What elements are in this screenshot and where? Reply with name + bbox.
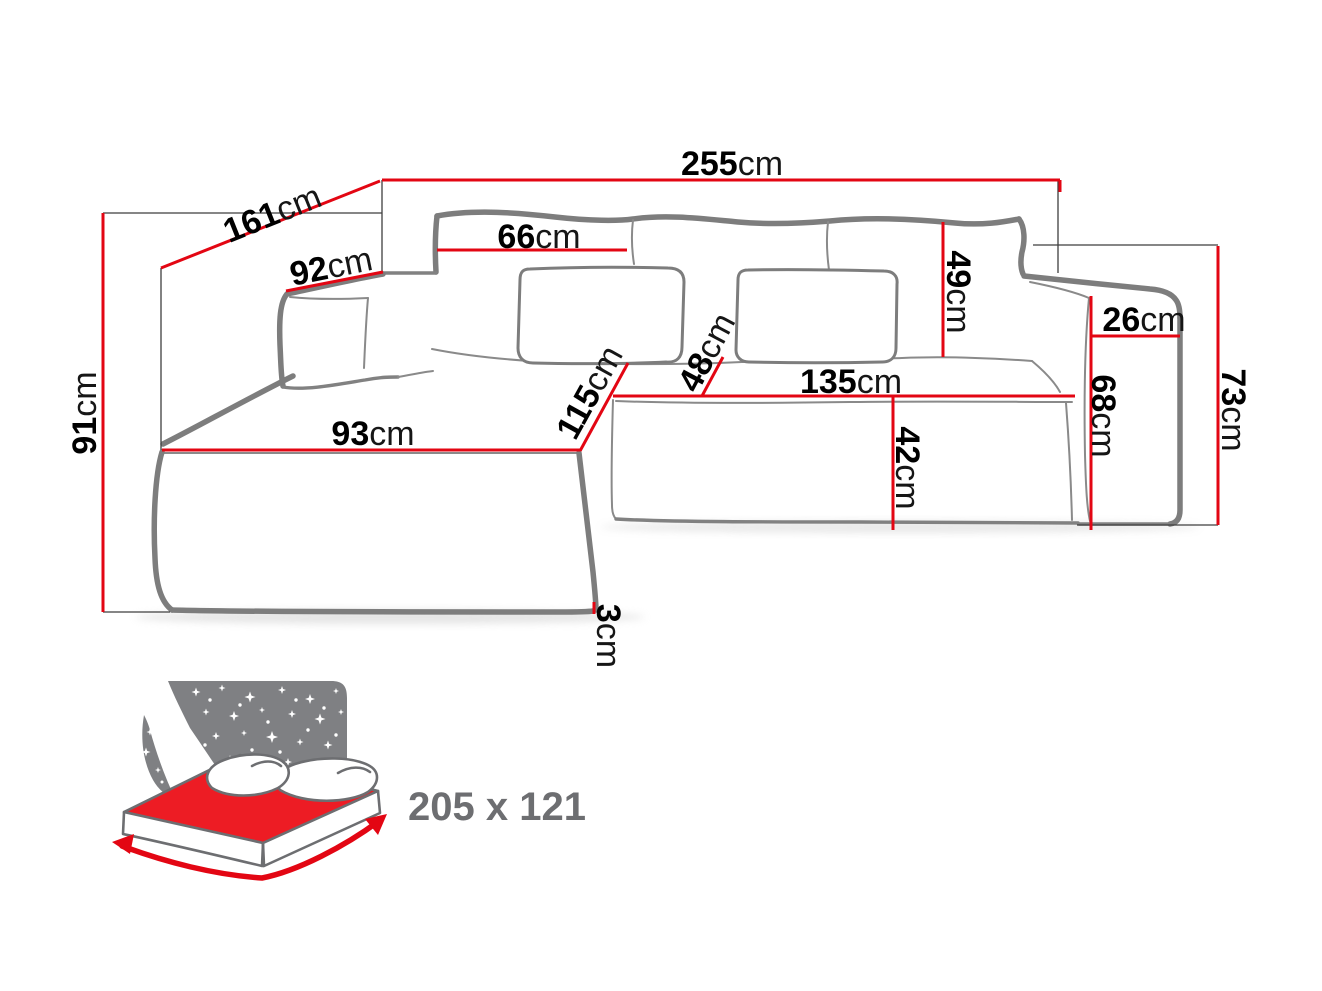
chaise-left-edge: [151, 449, 175, 613]
dim-label-255cm: 255cm: [681, 145, 783, 183]
pillow-front: [205, 753, 290, 797]
right-armrest-inner-top: [1029, 281, 1090, 299]
left-armrest-front-bottom: [281, 375, 400, 390]
seat-pillow-right: [734, 268, 899, 365]
dimension-labels: 255cm 161cm 92cm 91cm 66cm 49cm 93cm 115…: [66, 145, 1252, 668]
dimension-lines: [101, 178, 1220, 614]
left-armrest-top-edge: [284, 271, 386, 297]
chaise-bottom-edge: [169, 607, 596, 615]
sofa-shadow: [135, 521, 1200, 624]
bed-icon: [112, 753, 387, 881]
pillow-back-crease: [336, 766, 372, 775]
left-armrest-outer-edge: [276, 291, 290, 389]
backrest-left-edge: [432, 213, 440, 275]
seat-bottom-edge: [614, 517, 1080, 525]
backrest-top-edge: [434, 209, 1022, 227]
dim-label-73cm: 73cm: [1214, 368, 1252, 451]
dim-label-92cm: 92cm: [287, 240, 376, 294]
dim-line-161: [160, 179, 381, 270]
dim-line-92: [285, 270, 384, 293]
dim-label-135cm: 135cm: [800, 363, 902, 401]
dim-label-66cm: 66cm: [497, 218, 580, 256]
dim-line-115: [578, 362, 630, 452]
backdrop-panel-small: [142, 715, 176, 800]
dim-label-42cm: 42cm: [888, 426, 926, 509]
dim-label-26cm: 26cm: [1102, 301, 1185, 339]
dim-label-49cm: 49cm: [939, 250, 977, 333]
sofa-outline: [151, 209, 1183, 615]
backrest-armrest-seam: [1031, 360, 1061, 393]
seat-left-edge: [610, 399, 617, 520]
chaise-left-top-edge: [160, 373, 296, 447]
left-armrest-inner-edge: [363, 297, 369, 369]
dimension-arrows: [112, 814, 387, 881]
seat-pillow-left: [516, 265, 686, 366]
sleeping-area-label: 205 x 121: [408, 785, 586, 829]
sleeping-function-icon: 205 x 121: [112, 681, 586, 881]
left-armrest-inner-top: [289, 296, 369, 300]
seat-armrest-seam: [1065, 402, 1073, 521]
extension-lines: [103, 180, 1218, 613]
arrowhead-left: [112, 834, 134, 854]
chaise-right-edge: [576, 450, 599, 613]
right-armrest-inner-edge: [1083, 297, 1091, 522]
dim-label-161cm: 161cm: [218, 177, 327, 250]
seat-front-top-edge: [615, 400, 1073, 404]
left-armrest-seat-crease: [397, 370, 434, 378]
dim-label-3cm: 3cm: [589, 604, 627, 668]
dim-label-93cm: 93cm: [331, 415, 414, 453]
right-armrest-right-edge: [1167, 315, 1183, 527]
backrest-right-edge: [1016, 216, 1027, 277]
back-cushion-seam-right: [825, 221, 830, 271]
right-armrest-top-edge: [1021, 273, 1183, 321]
pillow-front-crease: [250, 760, 283, 768]
pillow-back: [275, 757, 379, 803]
back-cushion-seam-left: [630, 219, 635, 265]
dim-label-91cm: 91cm: [66, 371, 104, 454]
dim-label-68cm: 68cm: [1084, 374, 1122, 457]
dim-line-48: [700, 356, 725, 397]
arrowhead-right: [365, 814, 387, 835]
